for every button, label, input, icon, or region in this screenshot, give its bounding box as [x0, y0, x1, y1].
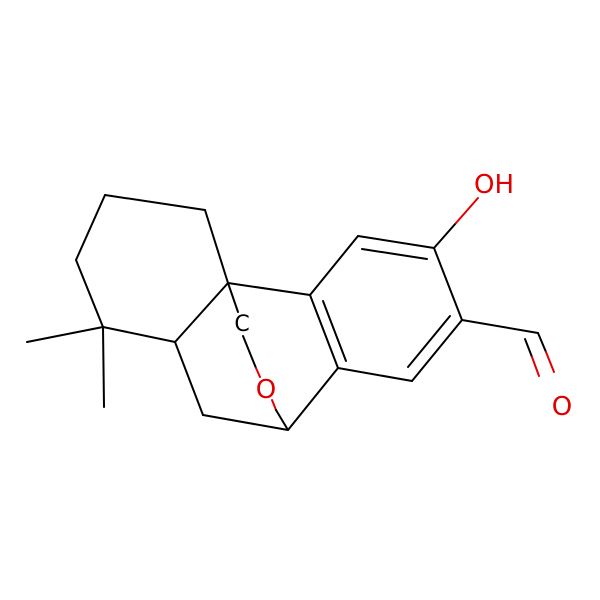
bond — [242, 335, 257, 369]
bond — [75, 194, 106, 261]
bond — [26, 326, 104, 343]
bond — [322, 300, 347, 362]
bond — [102, 326, 105, 408]
bond — [204, 209, 229, 284]
bond — [407, 315, 451, 368]
bonds — [26, 194, 555, 431]
bond — [524, 338, 533, 358]
hydroxyl-label: OH — [474, 170, 514, 200]
bond — [411, 319, 463, 382]
bond — [174, 341, 204, 416]
bond — [309, 294, 339, 369]
bridge-carbon-label: C — [234, 312, 249, 337]
bond — [357, 235, 435, 249]
bond — [275, 409, 289, 431]
bond — [361, 248, 428, 260]
bond — [455, 197, 479, 224]
bond — [227, 282, 239, 313]
bond — [287, 367, 339, 431]
bond — [531, 356, 540, 377]
bond — [309, 235, 359, 296]
bond — [537, 332, 547, 353]
bond — [337, 367, 413, 382]
bond — [174, 282, 229, 343]
bond — [433, 247, 463, 321]
bond — [102, 326, 176, 343]
atom-labels: C O OH O — [234, 170, 572, 422]
bond — [227, 282, 311, 296]
bond — [255, 367, 261, 378]
bond — [75, 259, 104, 328]
bond — [202, 414, 289, 431]
aldehyde-oxygen-label: O — [552, 392, 572, 422]
bond — [271, 399, 277, 411]
bridge-oxygen-label: O — [256, 375, 276, 405]
bond — [461, 319, 539, 334]
bond — [545, 351, 555, 373]
bond — [433, 222, 457, 249]
bond — [104, 194, 206, 211]
